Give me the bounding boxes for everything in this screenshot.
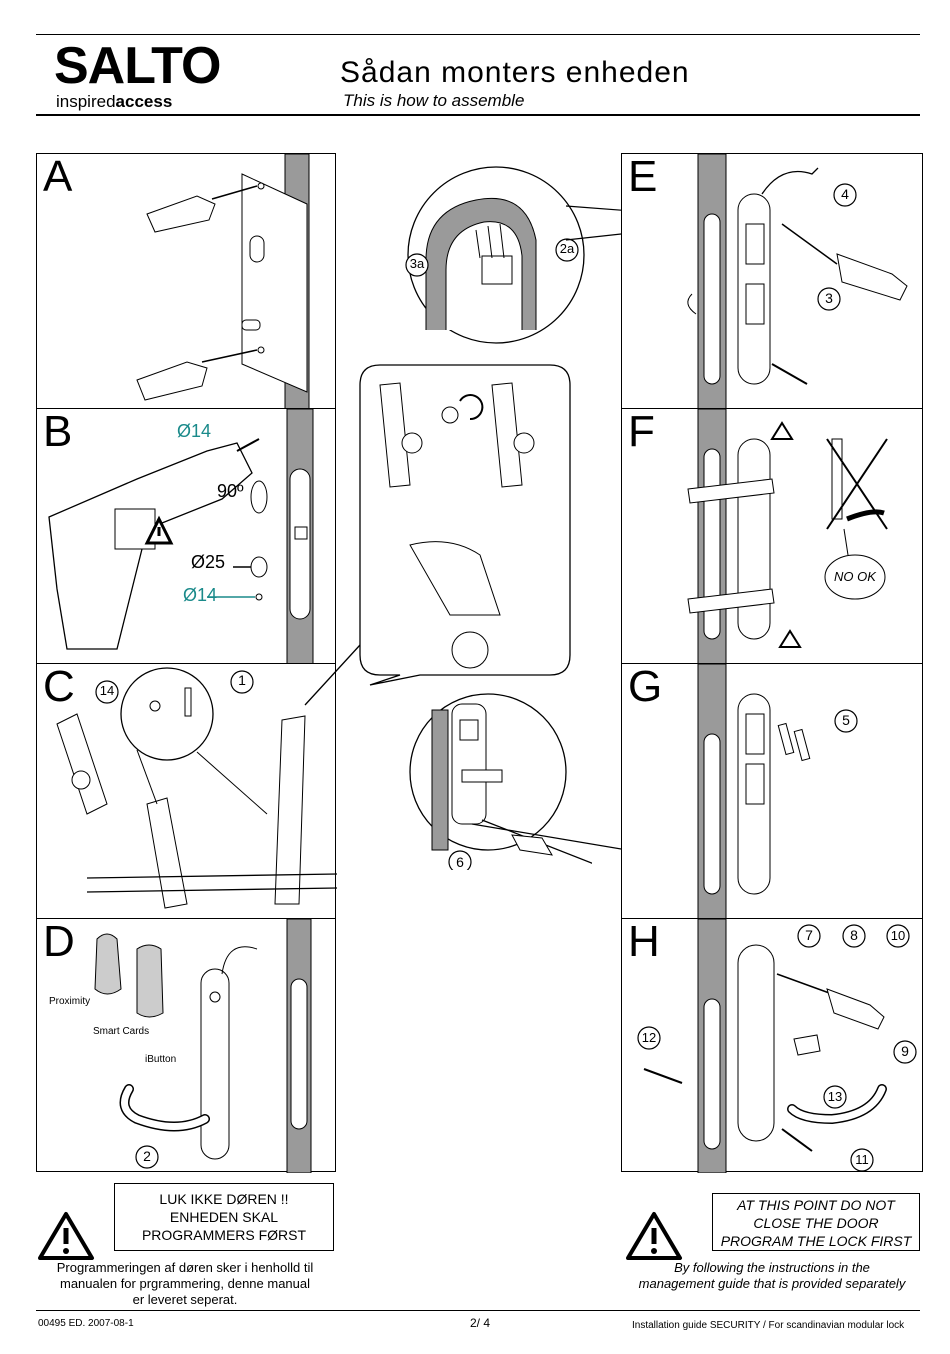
note-da-line2: manualen for prgrammering, denne manual [59,1276,311,1291]
warning-en-line2: CLOSE THE DOOR [753,1215,879,1231]
callout-8: 8 [850,927,858,943]
center-magnifier-bottom [409,693,592,870]
panel-a: A [36,152,336,410]
callout-3: 3 [825,290,833,306]
callout-2: 2 [143,1148,151,1164]
warning-da-line1: LUK IKKE DØREN !! [159,1191,289,1207]
panel-h: H 7 8 10 12 9 13 11 [621,917,923,1173]
footer-rule [36,1310,920,1312]
warning-da-line3: PROGRAMMERS FØRST [141,1227,307,1243]
panel-b: B Ø14 90º Ø25 Ø14 [36,407,336,665]
panel-f: F NO OK [621,407,923,665]
label-ibutton: iButton [145,1054,177,1065]
salto-logo: SALTO inspiredaccess [54,38,224,114]
note-english: By following the instructions in the man… [612,1260,932,1292]
callout-13: 13 [827,1089,843,1104]
callout-10: 10 [890,928,906,943]
label-smart-cards: Smart Cards [93,1026,150,1037]
diameter-14-top: Ø14 [177,421,212,441]
callout-11: 11 [855,1152,869,1167]
angle-90: 90º [217,481,244,501]
warning-icon-left [38,1212,94,1260]
callout-6: 6 [456,854,464,870]
footer-page-number: 2/ 4 [470,1316,491,1330]
panel-letter: C [43,662,75,711]
panel-letter: E [628,152,658,201]
warning-icon-right [626,1212,682,1260]
callout-3a: 3a [409,256,425,271]
nook-label: NO OK [834,569,876,584]
panel-f-illustration [687,409,888,665]
panel-b-illustration [48,409,314,665]
callout-7: 7 [805,927,813,943]
label-proximity: Proximity [49,996,91,1007]
note-en-line1: By following the instructions in the [674,1260,870,1275]
center-detail-callout [304,364,571,706]
header-bottom-rule [36,114,920,116]
callout-14: 14 [99,683,115,698]
header-top-rule [36,34,920,36]
panel-c-illustration [56,667,337,909]
brand-tagline: inspiredaccess [56,92,172,112]
callout-1: 1 [238,672,246,688]
note-en-line2: management guide that is provided separa… [638,1276,906,1291]
diameter-14-bottom: Ø14 [183,585,218,605]
page-subtitle: This is how to assemble [343,91,525,110]
panel-c: C 14 1 [36,662,337,919]
warning-en-line3: PROGRAM THE LOCK FIRST [720,1233,912,1249]
panel-letter: G [628,662,663,711]
center-magnifier-top [405,166,585,344]
panel-letter: B [43,407,73,456]
warning-box-english: AT THIS POINT DO NOT CLOSE THE DOOR PROG… [712,1193,920,1251]
tagline-light: inspired [56,92,116,111]
panel-e: E 4 3 [621,152,923,410]
panel-e-illustration [687,154,908,410]
panel-g-illustration [697,664,858,920]
tagline-bold: access [115,92,173,111]
callout-4: 4 [841,186,849,202]
panel-letter: A [43,152,73,201]
panel-letter: D [43,917,75,966]
panel-d: D Proximity Smart Cards iButton 2 [36,917,336,1173]
panel-h-illustration [637,919,917,1173]
warning-box-danish: LUK IKKE DØREN !! ENHEDEN SKAL PROGRAMME… [114,1183,334,1251]
panel-letter: H [628,917,660,966]
warning-en-line1: AT THIS POINT DO NOT [737,1197,895,1213]
callout-12: 12 [641,1030,657,1045]
diameter-25: Ø25 [191,552,226,572]
footer-edition: 00495 ED. 2007-08-1 [38,1318,134,1329]
callout-9: 9 [901,1043,909,1059]
note-da-line3: er leveret seperat. [132,1292,238,1307]
panel-a-illustration [136,154,310,410]
callout-5: 5 [842,712,850,728]
callout-2a: 2a [559,241,575,256]
footer-guide-title: Installation guide SECURITY / For scandi… [632,1320,905,1331]
note-da-line1: Programmeringen af døren sker i henholld… [56,1260,314,1275]
brand-wordmark: SALTO [54,37,221,95]
page-title: Sådan monters enheden [340,56,690,89]
note-danish: Programmeringen af døren sker i henholld… [20,1260,350,1308]
warning-da-line2: ENHEDEN SKAL [169,1209,279,1225]
panel-letter: F [628,407,655,456]
panel-g: G 5 [621,662,923,920]
panel-d-illustration [94,919,312,1173]
